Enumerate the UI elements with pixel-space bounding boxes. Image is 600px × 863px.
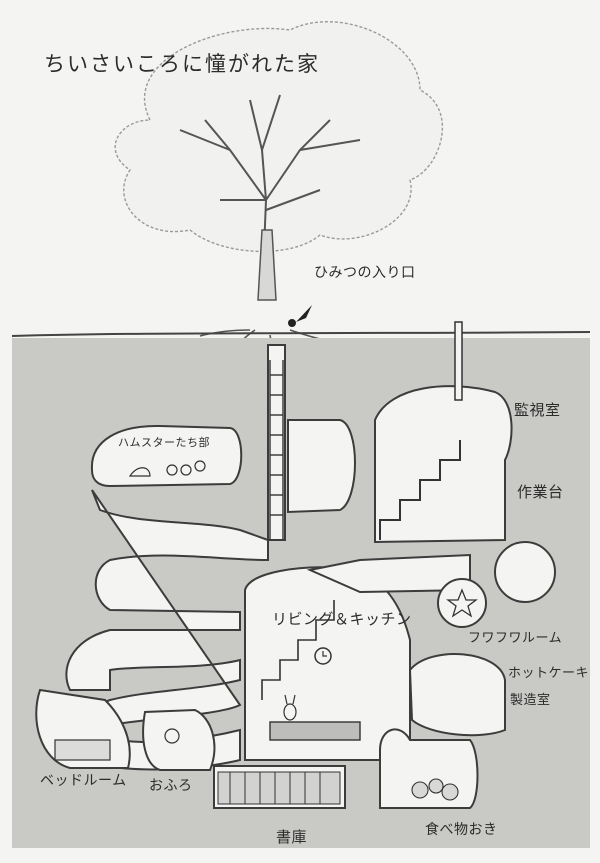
arrow-icon xyxy=(296,305,312,322)
label-pancake-room-line2: 製造室 xyxy=(510,693,551,708)
stairs-icon xyxy=(379,440,461,540)
entrance-hole xyxy=(288,319,296,327)
label-bath: おふろ xyxy=(149,778,193,794)
page-title: ちいさいころに憧がれた家 xyxy=(44,52,320,76)
rabbit-icon xyxy=(283,694,297,721)
hamster-icon xyxy=(128,460,206,477)
food-items xyxy=(411,778,459,801)
label-workbench: 作業台 xyxy=(517,483,564,501)
label-monitor-room: 監視室 xyxy=(514,401,561,419)
bookshelf-icon xyxy=(217,771,341,805)
label-pantry: 食べ物おき xyxy=(425,822,498,838)
label-bedroom: ベッドルーム xyxy=(40,773,127,789)
ladder-icon xyxy=(269,360,284,540)
label-fluffy-room: フワフワルーム xyxy=(468,631,563,646)
star-icon xyxy=(446,588,478,618)
label-library: 書庫 xyxy=(276,828,308,846)
chimney-pipe xyxy=(454,321,463,401)
tree-drawing xyxy=(114,21,444,401)
ground-line xyxy=(11,331,591,337)
dining-table xyxy=(269,721,361,741)
label-pancake-room-line1: ホットケーキ xyxy=(508,666,590,681)
label-living-kitchen: リビング＆キッチン xyxy=(272,610,412,628)
living-stairs-icon xyxy=(261,600,335,700)
frog-icon xyxy=(164,728,180,744)
label-hamster-room: ハムスターたち部 xyxy=(118,436,210,449)
bed-icon xyxy=(54,739,111,761)
label-secret-entrance: ひみつの入り口 xyxy=(314,265,416,281)
